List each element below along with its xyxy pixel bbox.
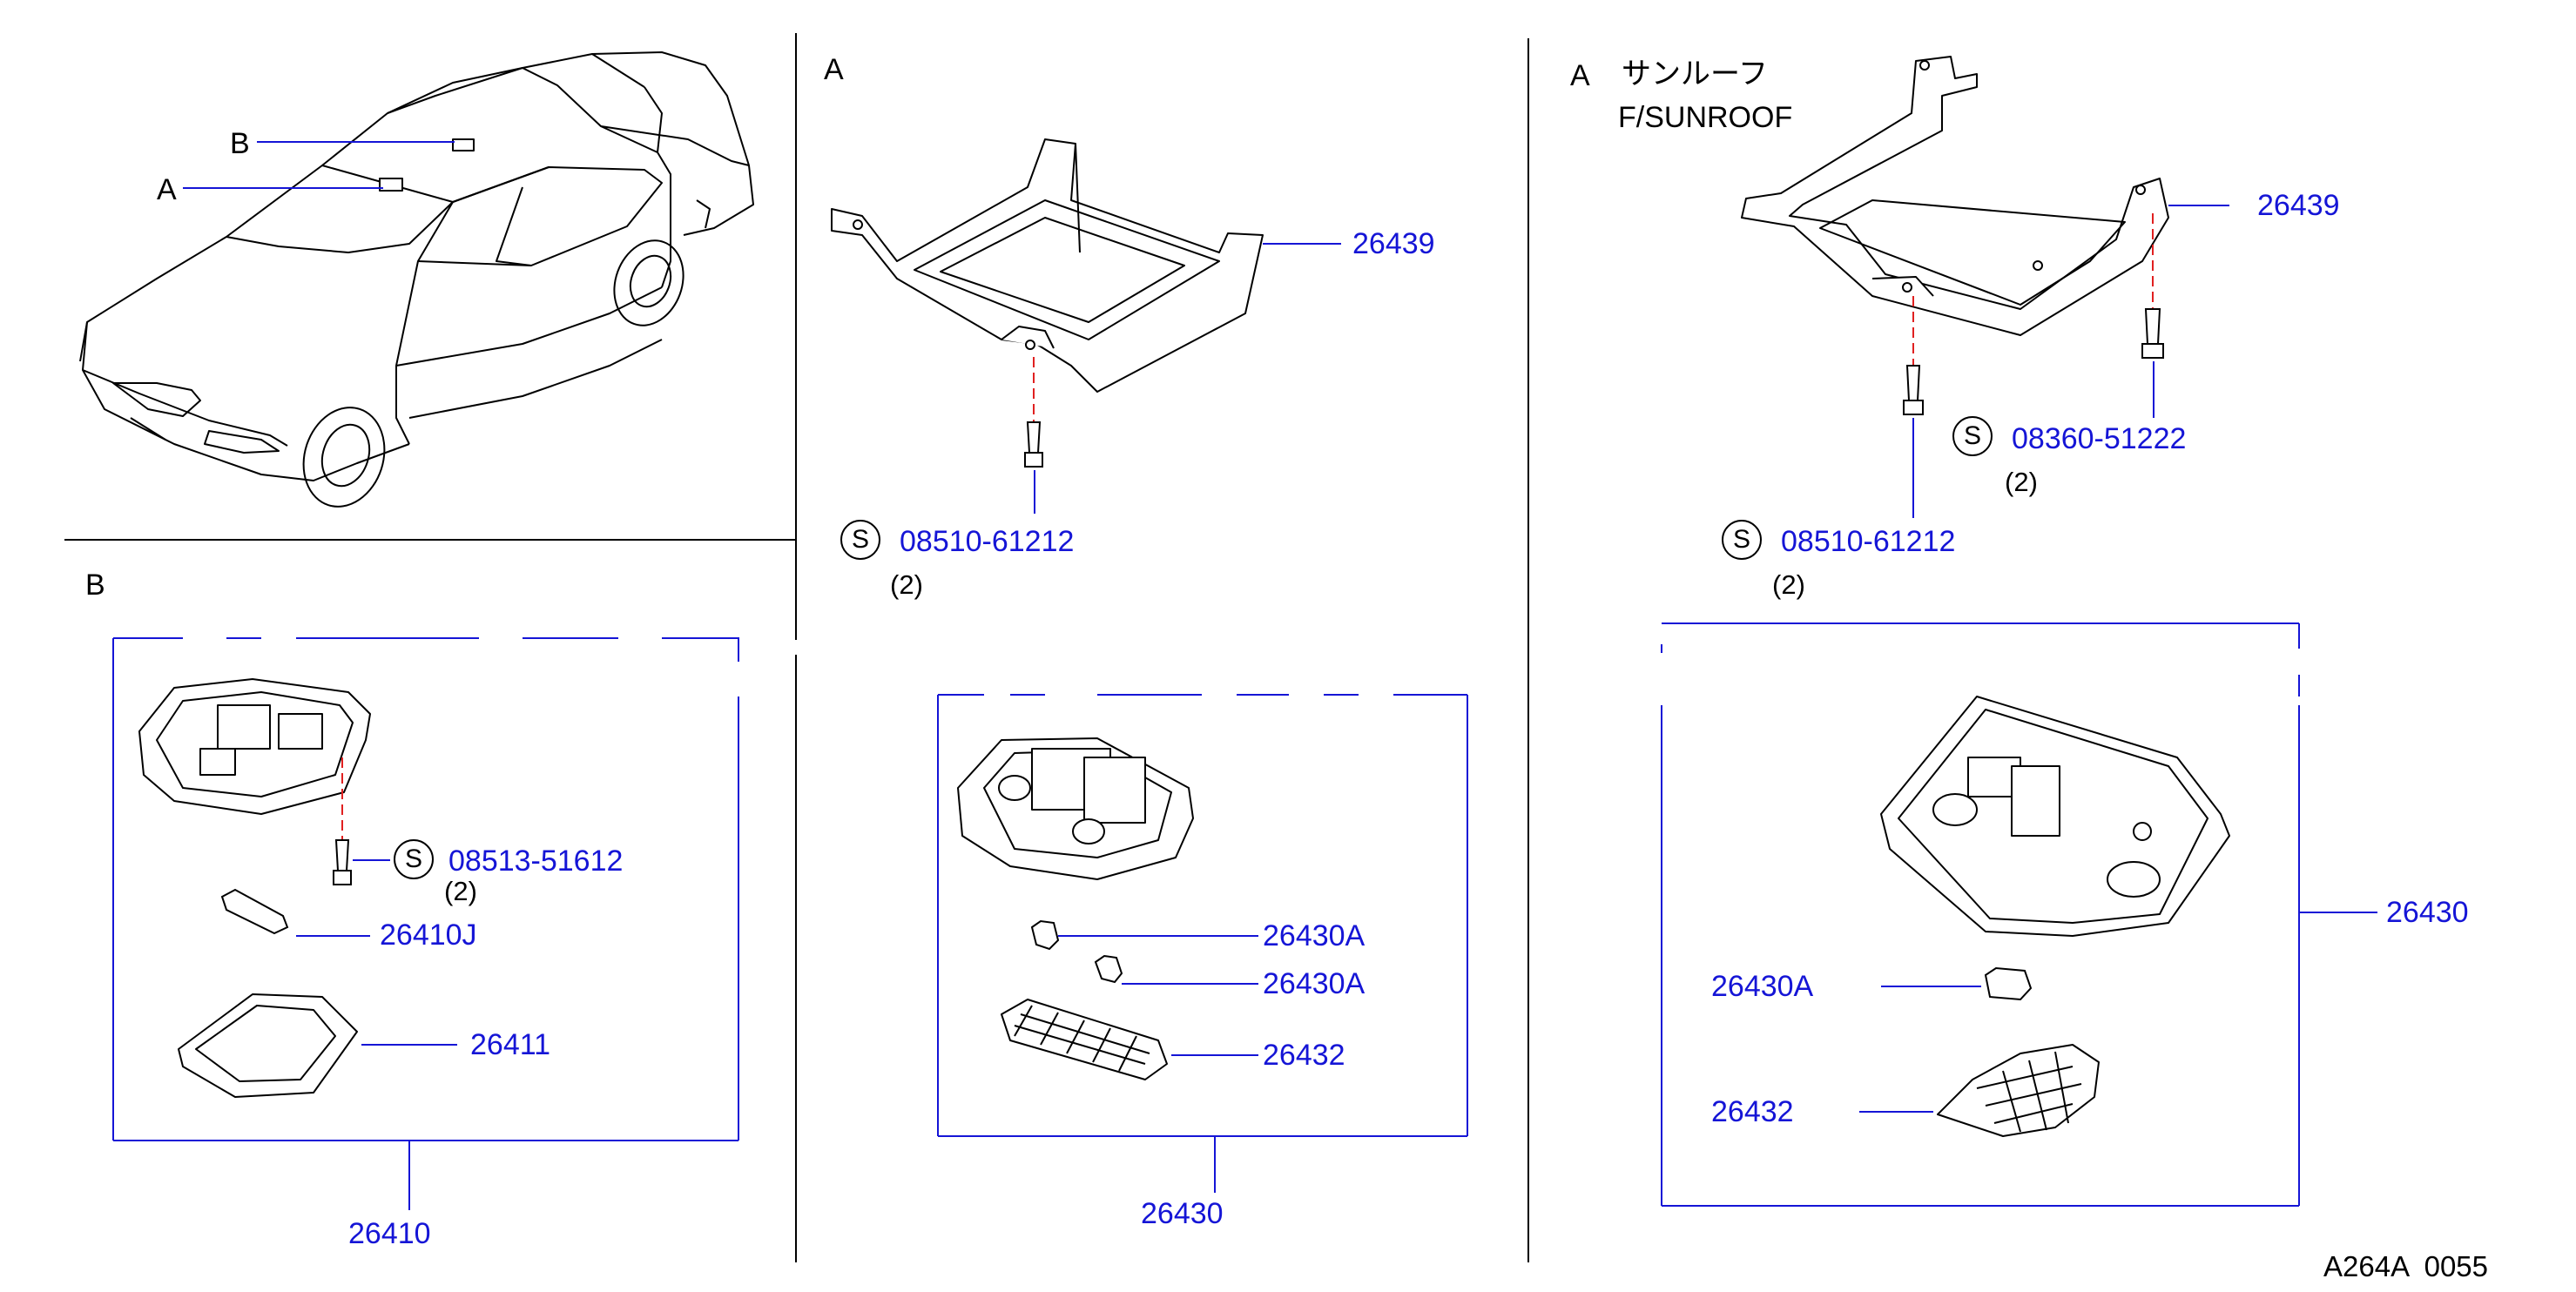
part-08510-right[interactable]: 08510-61212 — [1781, 525, 1956, 558]
section-label-a-right: A — [1570, 59, 1590, 92]
sunroof-en-label: F/SUNROOF — [1618, 101, 1793, 134]
part-26430-center[interactable]: 26430 — [1141, 1197, 1224, 1230]
screw-symbol-center: S — [840, 520, 880, 560]
group-box-26430-center — [937, 694, 1468, 1193]
car-illustration — [79, 51, 754, 508]
car-callout-b: B — [230, 127, 250, 160]
screw-symbol-right-2: S — [1722, 520, 1762, 560]
screws-right — [1903, 308, 2164, 415]
leaders-right-bottom — [1859, 986, 1981, 1113]
part-26410[interactable]: 26410 — [348, 1217, 431, 1250]
qty-08510-right: (2) — [1772, 569, 1805, 600]
car-callout-a: A — [157, 173, 177, 206]
part-26430A-2[interactable]: 26430A — [1263, 967, 1366, 1000]
screw-symbol-b: S — [394, 839, 434, 879]
part-26439-center[interactable]: 26439 — [1352, 227, 1435, 260]
part-08510-center[interactable]: 08510-61212 — [900, 525, 1075, 558]
screw-b — [333, 839, 352, 885]
map-lamp-housing-b — [138, 678, 371, 815]
part-26411[interactable]: 26411 — [470, 1028, 551, 1061]
part-26430A-1[interactable]: 26430A — [1263, 919, 1366, 952]
qty-08360-right: (2) — [2005, 467, 2038, 497]
screw-center — [1024, 421, 1043, 468]
section-label-a-center: A — [824, 53, 844, 86]
lens-26411 — [178, 993, 358, 1098]
leaders-right-top — [1912, 205, 2229, 518]
part-26432-right[interactable]: 26432 — [1711, 1095, 1794, 1128]
sunroof-jp-label: サンルーフ — [1622, 57, 1768, 91]
bulb-26430A-right — [1984, 966, 2033, 1001]
screw-symbol-right-1: S — [1952, 416, 1993, 456]
car-leaders — [183, 141, 455, 189]
lens-26432-center — [1001, 999, 1168, 1080]
part-26430-right[interactable]: 26430 — [2386, 896, 2469, 929]
part-26439-right[interactable]: 26439 — [2257, 189, 2340, 222]
map-lamp-housing-right — [1880, 696, 2230, 937]
diagram-code: A264A 0055 — [2323, 1250, 2489, 1282]
map-lamp-housing-center — [957, 737, 1194, 880]
lens-26432-right — [1937, 1044, 2100, 1137]
panel-dividers — [64, 33, 1529, 1262]
part-26430A-right[interactable]: 26430A — [1711, 970, 1814, 1003]
section-label-b: B — [85, 569, 105, 602]
part-26432-center[interactable]: 26432 — [1263, 1039, 1345, 1072]
bulbs-26430A — [1030, 919, 1123, 984]
part-08360-right[interactable]: 08360-51222 — [2012, 422, 2187, 455]
group-box-26430-right — [1661, 622, 2377, 1207]
bracket-center — [831, 138, 1264, 393]
part-08513-left[interactable]: 08513-51612 — [448, 845, 624, 878]
part-26410J[interactable]: 26410J — [380, 919, 477, 952]
group-box-26410 — [112, 637, 739, 1210]
qty-08510-center: (2) — [890, 569, 923, 600]
qty-08513-left: (2) — [444, 876, 477, 906]
bracket-right — [1741, 56, 2169, 336]
leaders-b — [296, 859, 457, 1046]
leaders-center-bottom — [1058, 935, 1258, 1056]
leaders-center-top — [1034, 243, 1341, 514]
bulb-26410J — [220, 888, 289, 935]
